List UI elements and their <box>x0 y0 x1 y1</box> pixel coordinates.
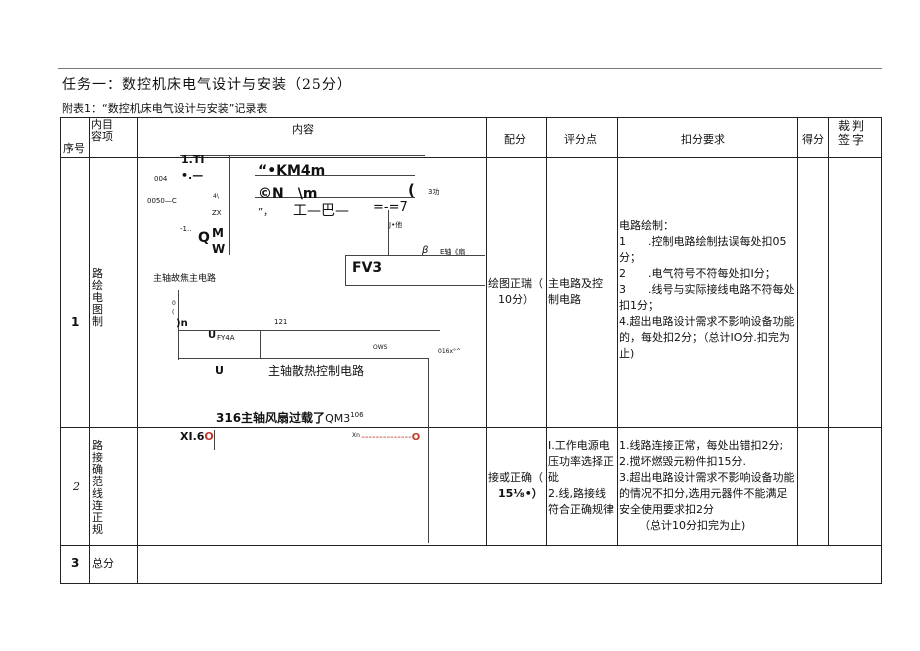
table-caption: 附表1：“数控机床电气设计与安装”记录表 <box>62 102 268 115</box>
diag-label: Xn--------------O <box>361 432 421 443</box>
diag-label: ( <box>172 309 175 316</box>
diag-label: 1.TI <box>181 153 205 166</box>
row2-points-2: 15⅛•） <box>498 487 543 500</box>
diag-label: Q <box>198 230 210 246</box>
diag-label: M <box>212 226 224 240</box>
diag-label: XI.6O <box>180 430 214 443</box>
diag-label: ( <box>408 181 415 199</box>
diag-label: 工—巴— <box>293 203 349 219</box>
diag-label: ZX <box>212 209 222 217</box>
diag-label: 121 <box>274 318 288 326</box>
diag-label: 主轴故焦主电路 <box>153 274 217 284</box>
diag-label: ©N \m <box>258 186 318 202</box>
row2-deduct-line: （总计10分扣完为止) <box>639 519 746 532</box>
row1-deduct-line: 电路绘制： <box>619 219 674 232</box>
header-content: 内容 <box>292 123 314 136</box>
diag-label: “•KM4m <box>258 163 326 179</box>
diag-label: E轴《扇 <box>440 248 466 256</box>
row1-deduct: 电路绘制： 1 .控制电路绘制抾误每处扣05分； 2 .电气符号不符每处扣I分；… <box>619 218 795 362</box>
row1-deduct-line: 3 .线号与实际接线电路不符每处扣1分； <box>619 283 795 312</box>
header-eval: 评分点 <box>564 133 597 146</box>
diag-label: U <box>215 364 224 377</box>
diag-label: 3功 <box>428 188 440 196</box>
row2-eval: I.工作电源电压功率选择正砒 2.线,路接线符合正确规律 <box>548 438 614 518</box>
diag-label: =-=7 <box>373 200 408 215</box>
row1-points-2: 10分） <box>498 293 534 306</box>
header-deduct: 扣分要求 <box>681 133 725 146</box>
diag-label: β <box>422 245 429 256</box>
row1-deduct-line: 1 .控制电路绘制抾误每处扣05分； <box>619 235 787 264</box>
diag-label: ”， <box>258 207 274 218</box>
diag-label: 316主轴风扇过载了QM3106 <box>216 411 364 425</box>
row3-seq: 3 <box>71 556 80 570</box>
diag-label: 主轴散热控制电路 <box>268 364 365 378</box>
row2-points-1: 接或正确（ <box>488 471 543 484</box>
row1-seq: 1 <box>71 315 80 329</box>
row1-points-1: 绘图正瑞（ <box>488 277 543 290</box>
row2-deduct: 1.线路连接正常，每处出错扣2分; 2.搅坏燃毁元粉件扣15分. 3.超出电路设… <box>619 438 795 534</box>
diag-label: Xn <box>352 432 360 439</box>
task-title: 任务一：数控机床电气设计与安装（25分） <box>62 77 352 93</box>
top-rule <box>58 68 882 69</box>
row2-eval-line: I.工作电源电压功率选择正砒 <box>548 439 614 484</box>
row2-item: 路接确范线连正规 <box>92 439 103 536</box>
diag-label: -1.. <box>180 225 192 233</box>
row2-deduct-line: 3.超出电路设计需求不影响设备功能的情况不扣分,选用元器件不能满足安全使用要求扣… <box>619 471 795 516</box>
row1-deduct-line: 4.超出电路设计需求不影响设备功能的，每处扣2分；（总计IO分.扣完为止) <box>619 315 795 360</box>
diag-label: FY4A <box>217 334 235 342</box>
diag-label: )n <box>176 318 188 329</box>
diag-label: •.— <box>181 169 204 182</box>
diag-label: 016x°^ <box>438 348 462 355</box>
row2-seq: 2 <box>73 480 80 493</box>
diag-label: W <box>212 242 226 256</box>
row1-item: 路绘电图制 <box>92 267 103 328</box>
diag-label: OWS <box>373 344 388 351</box>
header-score: 得分 <box>802 133 824 146</box>
diag-label: U <box>208 330 217 341</box>
row1-eval: 主电路及控制电路 <box>548 277 603 306</box>
diag-label: 4\ <box>213 193 219 200</box>
header-seq: 序号 <box>63 142 85 155</box>
header-sign: 裁判签字 <box>838 119 867 147</box>
diag-label: 004 <box>154 175 168 183</box>
diag-label: J•他 <box>389 221 403 229</box>
row3-item: 总分 <box>92 557 114 570</box>
header-item: 内目容项 <box>91 118 113 143</box>
row2-deduct-line: 2.搅坏燃毁元粉件扣15分. <box>619 455 746 468</box>
diag-label: FV3 <box>352 260 383 276</box>
diag-label: 0 <box>172 300 176 307</box>
header-points: 配分 <box>504 133 526 146</box>
row2-eval-line: 2.线,路接线符合正确规律 <box>548 487 614 516</box>
row2-deduct-line: 1.线路连接正常，每处出错扣2分; <box>619 439 784 452</box>
diag-label: 0050—C <box>147 197 177 205</box>
row1-deduct-line: 2 .电气符号不符每处扣I分； <box>619 267 776 280</box>
